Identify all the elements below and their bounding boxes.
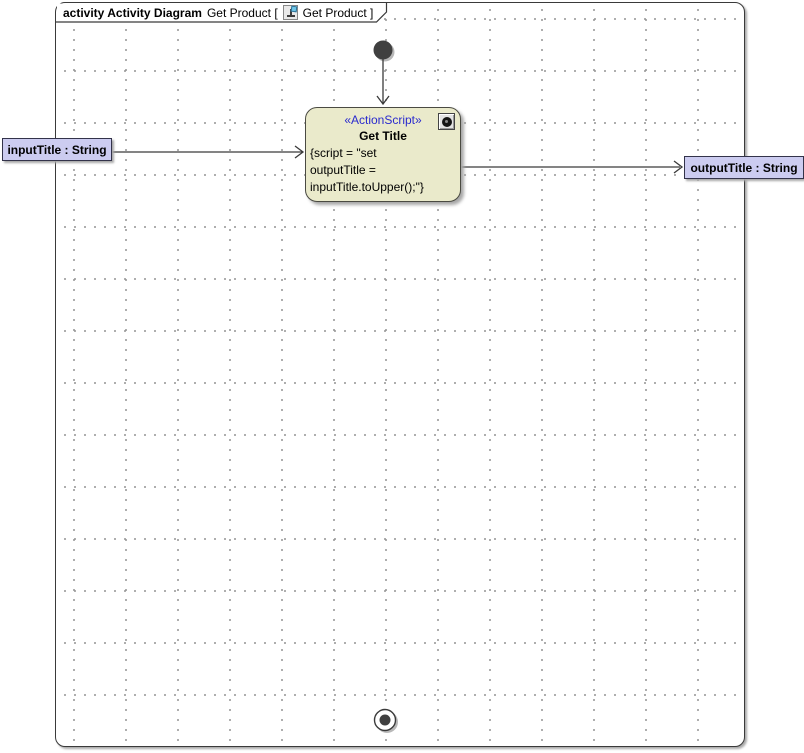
initial-node-circle[interactable] bbox=[373, 40, 393, 60]
activity-diagram-icon-glyph bbox=[286, 15, 295, 17]
frame-title-keyword: activity Activity Diagram bbox=[63, 5, 202, 20]
input-parameter-label: inputTitle : String bbox=[7, 142, 107, 157]
activity-diagram-icon-glyph bbox=[289, 9, 292, 17]
final-node-dot bbox=[379, 714, 391, 726]
action-script-line: outputTitle = bbox=[310, 163, 376, 177]
action-node-get-title[interactable]: «ActionScript» Get Title {script = "set … bbox=[305, 107, 461, 202]
input-parameter-node[interactable]: inputTitle : String bbox=[2, 138, 112, 161]
action-script: {script = "set outputTitle = inputTitle.… bbox=[306, 145, 460, 196]
action-name: Get Title bbox=[359, 129, 407, 143]
gear-glyph bbox=[441, 116, 452, 127]
object-flow-input-to-action[interactable] bbox=[112, 145, 305, 159]
activity-diagram-icon bbox=[282, 5, 298, 20]
final-node[interactable] bbox=[373, 708, 399, 734]
action-stereotype: «ActionScript» bbox=[344, 113, 422, 127]
frame-title-pentagon bbox=[57, 3, 386, 22]
action-script-line: inputTitle.toUpper();"} bbox=[310, 180, 424, 194]
frame-title-pentagon-border bbox=[56, 2, 388, 23]
object-flow-action-to-output[interactable] bbox=[461, 160, 684, 174]
frame-title[interactable]: activity Activity Diagram Get Product [ … bbox=[63, 4, 373, 21]
action-script-line: {script = "set bbox=[310, 146, 377, 160]
frame-title-context: Get Product [ bbox=[206, 5, 278, 20]
control-flow-initial-to-action[interactable] bbox=[376, 59, 390, 106]
output-parameter-node[interactable]: outputTitle : String bbox=[684, 156, 804, 179]
initial-node[interactable] bbox=[373, 40, 395, 62]
activity-diagram-icon-page bbox=[290, 5, 298, 13]
frame-title-diagram: Get Product ] bbox=[302, 5, 374, 20]
behavior-gear-icon[interactable] bbox=[438, 113, 455, 130]
output-parameter-label: outputTitle : String bbox=[690, 160, 798, 175]
